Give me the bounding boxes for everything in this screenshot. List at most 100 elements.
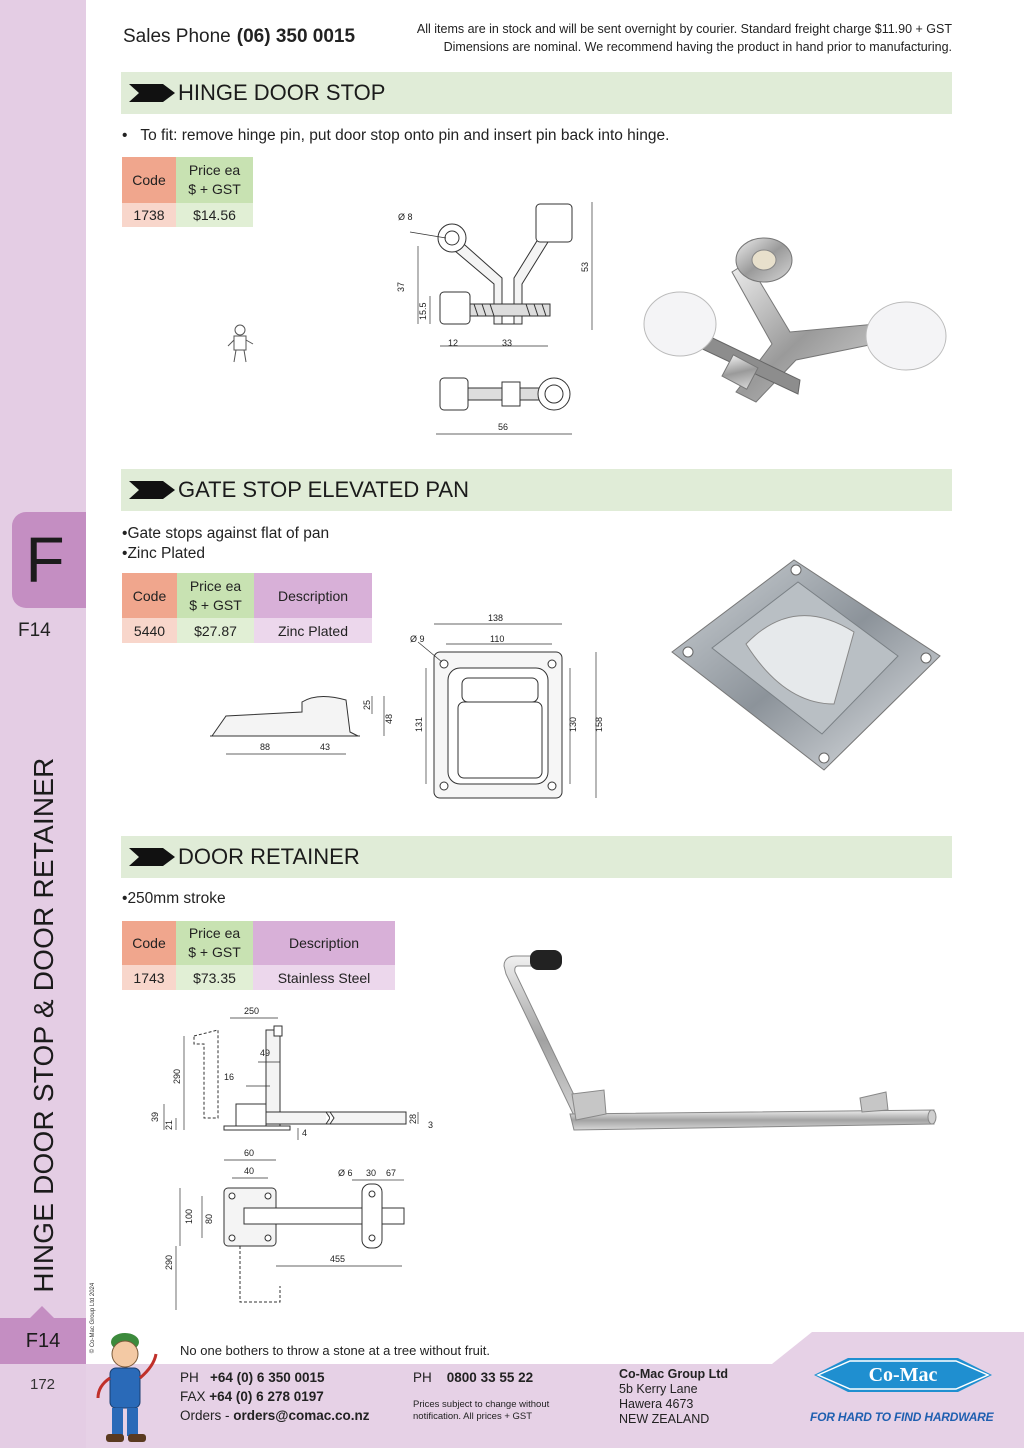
col-header-price: Price ea$ + GST — [176, 921, 253, 965]
price-table: Code Price ea$ + GST Description 1743 $7… — [122, 921, 395, 990]
price-table: Code Price ea$ + GST Description 5440 $2… — [122, 573, 372, 643]
col-header-description: Description — [254, 573, 372, 618]
cell-code: 1738 — [122, 203, 176, 227]
cell-code: 1743 — [122, 965, 176, 990]
col-header-price: Price ea$ + GST — [177, 573, 254, 618]
dim-hole: Ø 8 — [398, 212, 413, 222]
door-retainer-top-drawing: 60 40 Ø 6 30 67 100 80 290 455 — [164, 1148, 405, 1310]
arrow-icon — [129, 481, 175, 499]
tagline: FOR HARD TO FIND HARDWARE — [810, 1410, 994, 1424]
arrow-icon — [129, 848, 175, 866]
dim-30: 30 — [366, 1168, 376, 1178]
dim-48: 48 — [384, 714, 394, 724]
section-header-hinge-door-stop: HINGE DOOR STOP — [121, 72, 952, 114]
col-header-code: Code — [122, 921, 176, 965]
bullet-list: •250mm stroke — [122, 890, 226, 907]
price-note: Prices subject to change without notific… — [413, 1399, 550, 1422]
mascot-doodle-icon — [227, 324, 254, 363]
col-header-code: Code — [122, 157, 176, 203]
bullet-item: Zinc Plated — [127, 545, 205, 562]
section-tab-letter: F — [25, 524, 65, 596]
dim-40: 40 — [244, 1166, 254, 1176]
hinge-door-stop-photo — [643, 237, 947, 403]
dim-3: 3 — [428, 1120, 433, 1130]
bullet-item: To fit: remove hinge pin, put door stop … — [140, 127, 670, 144]
dim-88: 88 — [260, 742, 270, 752]
fax-number: +64 (0) 6 278 0197 — [209, 1389, 324, 1404]
orders-label: Orders - — [180, 1408, 230, 1423]
dim-130: 130 — [568, 717, 578, 732]
sales-phone: Sales Phone(06) 350 0015 — [123, 26, 355, 48]
section-header-gate-stop: GATE STOP ELEVATED PAN — [121, 469, 952, 511]
gate-stop-side-drawing: 88 43 25 48 — [210, 696, 394, 755]
freephone-number[interactable]: 0800 33 55 22 — [446, 1370, 534, 1385]
col-header-description: Description — [253, 921, 395, 965]
sales-phone-number[interactable]: (06) 350 0015 — [236, 26, 356, 47]
dim-12: 12 — [448, 338, 458, 348]
bullet-list: •Gate stops against flat of pan •Zinc Pl… — [122, 525, 330, 562]
dim-4: 4 — [302, 1128, 307, 1138]
arrow-icon — [129, 84, 175, 102]
dim-250: 250 — [244, 1006, 259, 1016]
bullet-item: Gate stops against flat of pan — [127, 525, 330, 542]
footer-quote: No one bothers to throw a stone at a tre… — [180, 1343, 491, 1358]
page-number: 172 — [30, 1376, 56, 1393]
dim-hole: Ø 6 — [338, 1168, 353, 1178]
dim-100: 100 — [184, 1209, 194, 1224]
cell-code: 5440 — [122, 618, 177, 643]
hinge-door-stop-drawing: Ø 8 37 15.5 53 12 33 56 — [396, 202, 593, 435]
bullet-item: 250mm stroke — [127, 890, 226, 907]
dim-158: 158 — [594, 717, 604, 732]
door-retainer-photo — [503, 950, 937, 1131]
notice-line-1: All items are in stock and will be sent … — [416, 22, 952, 36]
freephone: PH 0800 33 55 22 — [413, 1368, 533, 1387]
dim-80: 80 — [204, 1214, 214, 1224]
shipping-notice: All items are in stock and will be sent … — [380, 20, 952, 56]
dim-138: 138 — [488, 613, 503, 623]
cell-price: $73.35 — [176, 965, 253, 990]
mascot-icon — [96, 1333, 158, 1442]
dim-49: 49 — [260, 1048, 270, 1058]
logo-shape-icon — [814, 1358, 992, 1392]
section-title: HINGE DOOR STOP — [178, 80, 386, 105]
notice-line-2: Dimensions are nominal. We recommend hav… — [443, 40, 952, 54]
company-address: Co-Mac Group Ltd 5b Kerry Lane Hawera 46… — [619, 1367, 729, 1426]
page-code-badge: F14 — [0, 1306, 86, 1364]
section-title: GATE STOP ELEVATED PAN — [178, 477, 469, 502]
cell-price: $14.56 — [176, 203, 253, 227]
section-title: DOOR RETAINER — [178, 844, 360, 869]
dim-16: 16 — [224, 1072, 234, 1082]
dim-290-side: 290 — [172, 1069, 182, 1084]
dim-21: 21 — [164, 1120, 174, 1130]
company-name: Co-Mac Group Ltd — [619, 1367, 729, 1381]
dim-67: 67 — [386, 1168, 396, 1178]
dim-39: 39 — [150, 1112, 160, 1122]
left-sidebar — [0, 0, 86, 1448]
dim-53: 53 — [580, 262, 590, 272]
comac-logo[interactable]: Co-Mac — [808, 1344, 998, 1408]
fax-label: FAX — [180, 1389, 206, 1404]
vertical-page-title: HINGE DOOR STOP & DOOR RETAINER — [28, 757, 59, 1293]
section-tab[interactable]: F — [12, 512, 86, 608]
gate-stop-photo — [671, 559, 941, 771]
phone-number[interactable]: +64 (0) 6 350 0015 — [210, 1370, 325, 1385]
price-table: Code Price ea$ + GST 1738 $14.56 — [122, 157, 253, 227]
freephone-label: PH — [413, 1370, 432, 1385]
cell-description: Stainless Steel — [253, 965, 395, 990]
dim-131: 131 — [414, 717, 424, 732]
col-header-price: Price ea$ + GST — [176, 157, 253, 203]
logo-text: Co-Mac — [868, 1364, 938, 1386]
dim-15-5: 15.5 — [418, 302, 428, 320]
dim-455: 455 — [330, 1254, 345, 1264]
dim-25: 25 — [362, 700, 372, 710]
dim-56: 56 — [498, 422, 508, 432]
cell-description: Zinc Plated — [254, 618, 372, 643]
dim-110: 110 — [490, 634, 504, 644]
col-header-code: Code — [122, 573, 177, 618]
dim-hole: Ø 9 — [410, 634, 425, 644]
orders-email-link[interactable]: orders@comac.co.nz — [233, 1408, 370, 1423]
dim-28: 28 — [408, 1114, 418, 1124]
dim-33: 33 — [502, 338, 512, 348]
contact-block: PH +64 (0) 6 350 0015 FAX +64 (0) 6 278 … — [180, 1368, 370, 1425]
section-header-door-retainer: DOOR RETAINER — [121, 836, 952, 878]
